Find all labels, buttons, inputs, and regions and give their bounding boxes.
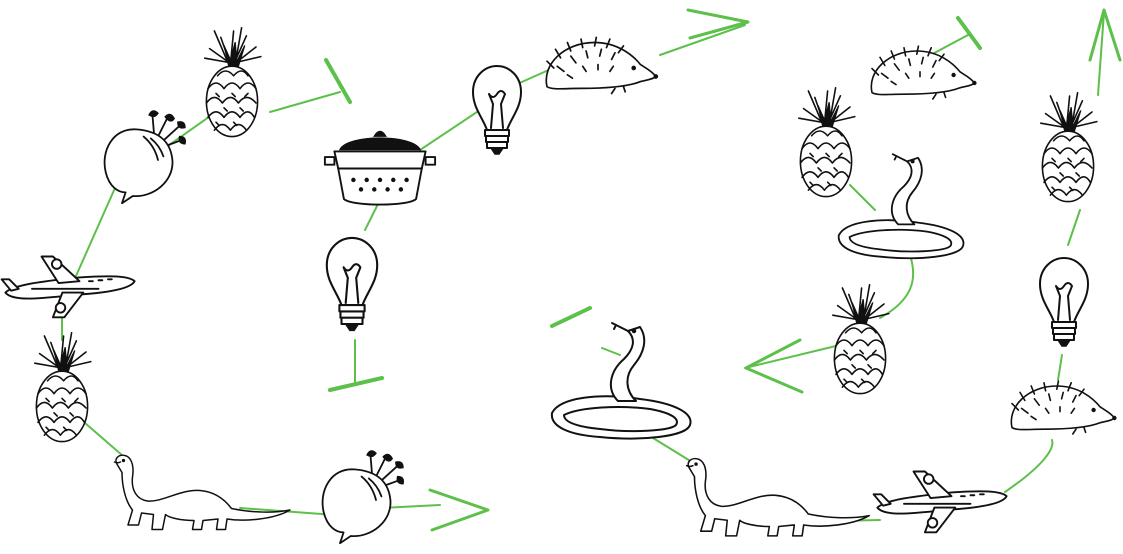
turnip-icon <box>323 451 404 543</box>
pineapple-icon <box>35 333 91 442</box>
pathway-4 <box>552 10 1120 522</box>
snake-icon <box>839 154 964 258</box>
airplane-icon <box>2 257 135 318</box>
hedgehog-icon <box>871 46 976 99</box>
hedgehog-icon <box>546 37 657 93</box>
lightbulb-icon <box>327 238 377 330</box>
pathway-1-end-arrow <box>430 490 488 530</box>
pineapple-icon <box>205 28 261 137</box>
pot-icon <box>325 131 435 204</box>
pathway-4-end-arrow <box>1090 10 1120 60</box>
pineapple-icon <box>1041 93 1097 202</box>
pathway-4-end-bar <box>552 308 590 326</box>
pathway-4-edges <box>602 12 1104 522</box>
dinosaur-icon <box>687 459 870 536</box>
lightbulb-icon <box>473 66 521 154</box>
airplane-icon <box>874 472 1007 533</box>
lightbulb-icon <box>1040 258 1088 346</box>
pathway-3-end-bar <box>958 18 980 48</box>
pineapple-icon <box>799 88 855 197</box>
snake-icon <box>552 323 691 439</box>
turnip-icon <box>105 111 186 203</box>
pineapple-icon <box>833 285 889 394</box>
dinosaur-icon <box>115 455 291 529</box>
hedgehog-icon <box>1011 381 1116 434</box>
